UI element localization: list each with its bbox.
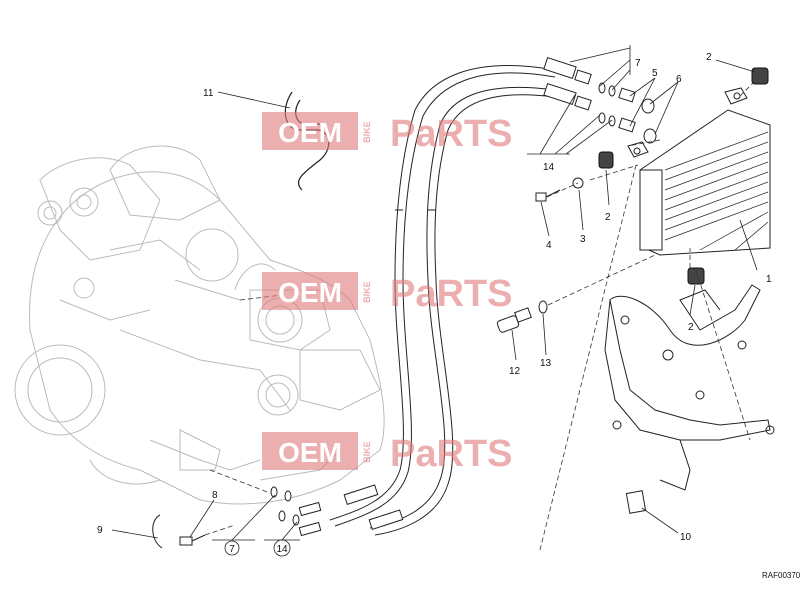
bolt-head — [535, 192, 547, 202]
callout-11: 11 — [203, 88, 214, 99]
watermark-bike: BIKE — [362, 441, 372, 463]
watermark-oem: OEM — [278, 117, 342, 148]
watermark-middle: OEM BIKE PaRTS — [262, 272, 512, 315]
cooler-fins — [664, 131, 769, 251]
bolt-and-washer — [535, 177, 584, 202]
grommet-lower — [687, 267, 705, 285]
svg-text:7: 7 — [229, 544, 235, 555]
leader-lines — [111, 45, 758, 541]
callout-2-middle: 2 — [605, 212, 611, 223]
callout-2-top: 2 — [706, 52, 712, 63]
watermark-top: OEM BIKE PaRTS — [262, 112, 512, 155]
callout-labels: 1 2 2 2 3 4 5 6 7 8 9 10 11 12 13 14 7 1… — [97, 52, 772, 557]
engine-side-washers — [270, 486, 300, 526]
temp-sensor — [496, 300, 548, 333]
watermark-parts: PaRTS — [390, 113, 512, 155]
watermark-group: OEM BIKE PaRTS OEM BIKE PaRTS OEM BIKE P… — [262, 112, 512, 475]
bracket-10 — [625, 490, 647, 514]
grommet-upper — [751, 67, 769, 85]
engine-outline — [14, 145, 385, 505]
watermark-oem: OEM — [278, 437, 342, 468]
watermark-bottom: OEM BIKE PaRTS — [262, 432, 512, 475]
svg-text:14: 14 — [276, 544, 288, 555]
drawing-code: RAF00370 — [762, 571, 800, 580]
oil-hoses — [329, 65, 556, 536]
callout-4: 4 — [546, 240, 552, 251]
callout-7-circled: 7 — [224, 540, 240, 556]
watermark-parts: PaRTS — [390, 273, 512, 315]
small-clip-and-bolt — [152, 514, 206, 549]
grommet-parts — [598, 67, 769, 285]
grommet-middle — [598, 151, 614, 169]
callout-1: 1 — [766, 274, 772, 285]
callout-5: 5 — [652, 68, 658, 79]
callout-7-top: 7 — [635, 58, 641, 69]
watermark-box-oem — [262, 432, 358, 470]
callout-9: 9 — [97, 525, 103, 536]
callout-14-top: 14 — [543, 162, 555, 173]
watermark-oem: OEM — [278, 277, 342, 308]
callout-10: 10 — [680, 532, 692, 543]
watermark-bike: BIKE — [362, 121, 372, 143]
callout-8: 8 — [212, 490, 218, 501]
hose-fittings-engine — [298, 484, 404, 537]
frame-bracket — [604, 284, 775, 491]
callout-2-lower: 2 — [688, 322, 694, 333]
watermark-box-oem — [262, 272, 358, 310]
hose-fittings-radiator — [543, 57, 592, 111]
callout-12: 12 — [509, 366, 521, 377]
callout-6: 6 — [676, 74, 682, 85]
oil-cooler — [627, 87, 771, 256]
watermark-bike: BIKE — [362, 281, 372, 303]
watermark-parts: PaRTS — [390, 433, 512, 475]
assembly-lines — [204, 77, 759, 551]
callout-13: 13 — [540, 358, 552, 369]
watermark-box-oem — [262, 112, 358, 150]
callout-3: 3 — [580, 234, 586, 245]
callout-14-circled: 14 — [273, 539, 291, 557]
